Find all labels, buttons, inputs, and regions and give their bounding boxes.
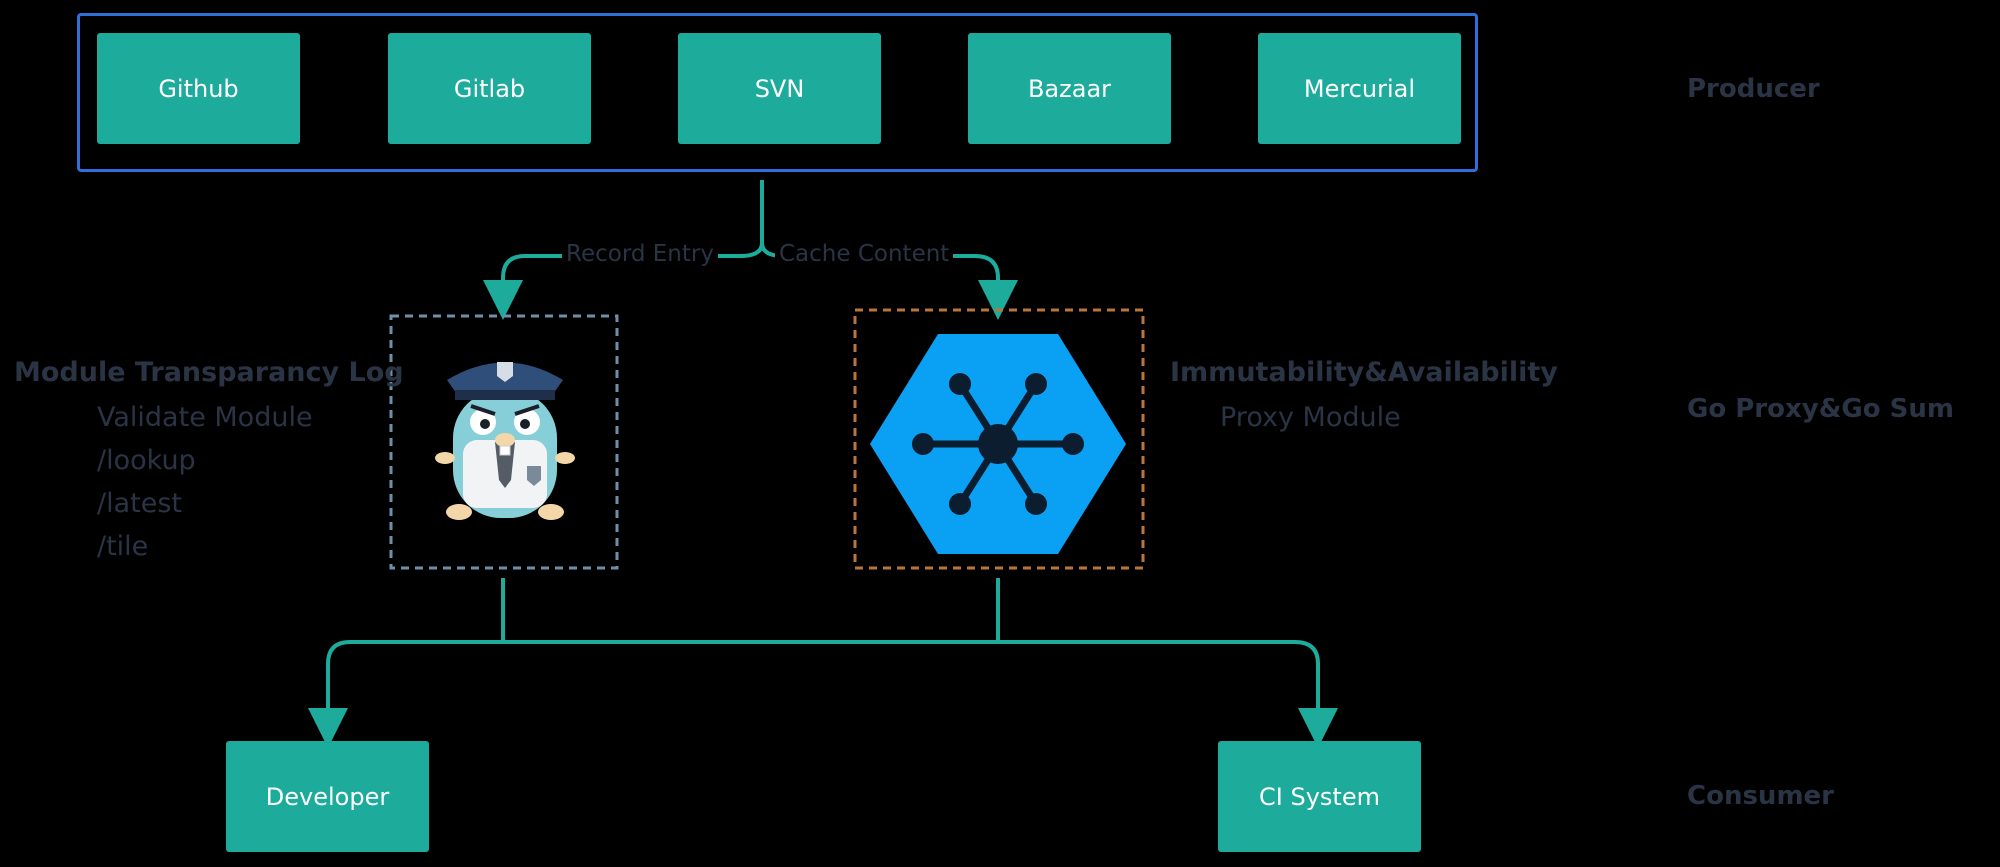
validate-module-text: Validate Module: [97, 402, 313, 433]
consumer-developer[interactable]: Developer: [226, 741, 429, 852]
hexagon-hub-icon: [870, 334, 1126, 554]
producer-gitlab[interactable]: Gitlab: [388, 33, 591, 144]
record-entry-arrow: [483, 242, 764, 320]
latest-endpoint-text: /latest: [97, 488, 182, 519]
immutability-availability-title: Immutability&Availability: [1170, 357, 1558, 388]
cache-content-arrow: [760, 242, 1018, 320]
hexagon-dashed-frame: [853, 308, 1145, 570]
transparency-log-title: Module Transparancy Log: [14, 357, 404, 388]
tier-consumer-label: Consumer: [1687, 781, 1834, 811]
tile-endpoint-text: /tile: [97, 531, 149, 562]
gopher-dashed-frame: [389, 314, 619, 570]
tier-producer-label: Producer: [1687, 74, 1820, 104]
tier-proxy-label: Go Proxy&Go Sum: [1687, 394, 1954, 424]
producer-frame: [77, 13, 1478, 172]
producer-mercurial[interactable]: Mercurial: [1258, 33, 1461, 144]
consumer-ci-system[interactable]: CI System: [1218, 741, 1421, 852]
developer-arrow: [308, 640, 351, 748]
ci-system-arrow: [1294, 640, 1338, 748]
lookup-endpoint-text: /lookup: [97, 445, 196, 476]
proxy-module-text: Proxy Module: [1220, 402, 1401, 433]
producer-github[interactable]: Github: [97, 33, 300, 144]
producer-bazaar[interactable]: Bazaar: [968, 33, 1171, 144]
record-entry-label: Record Entry: [562, 241, 718, 267]
producer-svn[interactable]: SVN: [678, 33, 881, 144]
cache-content-label: Cache Content: [775, 241, 954, 267]
gopher-police-mascot-icon: [435, 362, 575, 520]
